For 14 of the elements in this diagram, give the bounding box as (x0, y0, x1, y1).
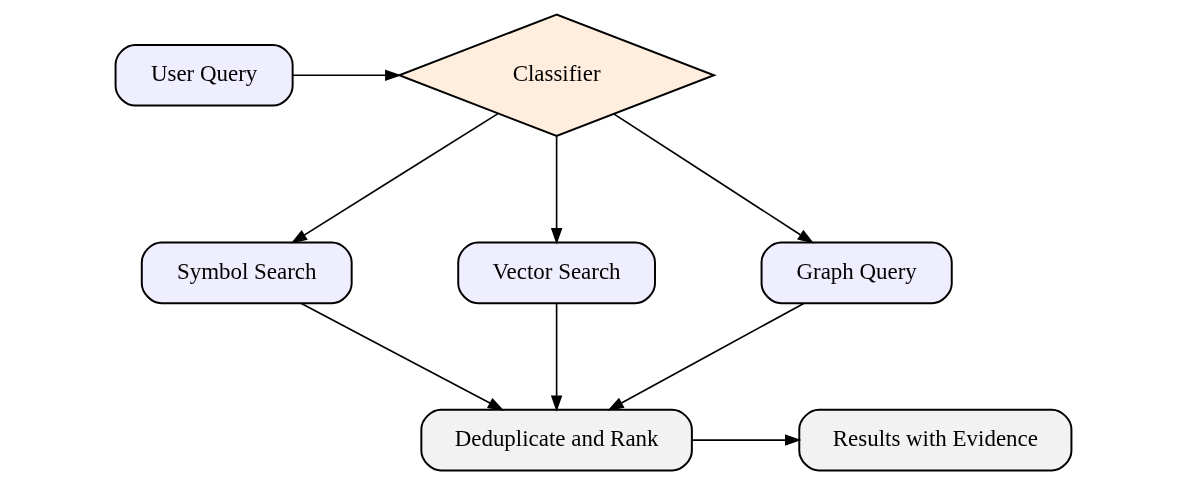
node-box: Symbol Search (140, 241, 353, 305)
arrow (606, 302, 805, 411)
arrow (550, 135, 562, 245)
node-box: Graph Query (760, 241, 953, 305)
node-box: Deduplicate and Rank (419, 408, 693, 472)
arrow (300, 302, 504, 411)
arrow (291, 69, 401, 81)
arrow (550, 302, 562, 412)
arrow (290, 113, 498, 244)
arrow (612, 113, 814, 244)
node-box: User Query (114, 43, 294, 107)
node-box: Results with Evidence (797, 408, 1072, 472)
arrow (690, 434, 801, 446)
node-box: Vector Search (456, 241, 656, 305)
